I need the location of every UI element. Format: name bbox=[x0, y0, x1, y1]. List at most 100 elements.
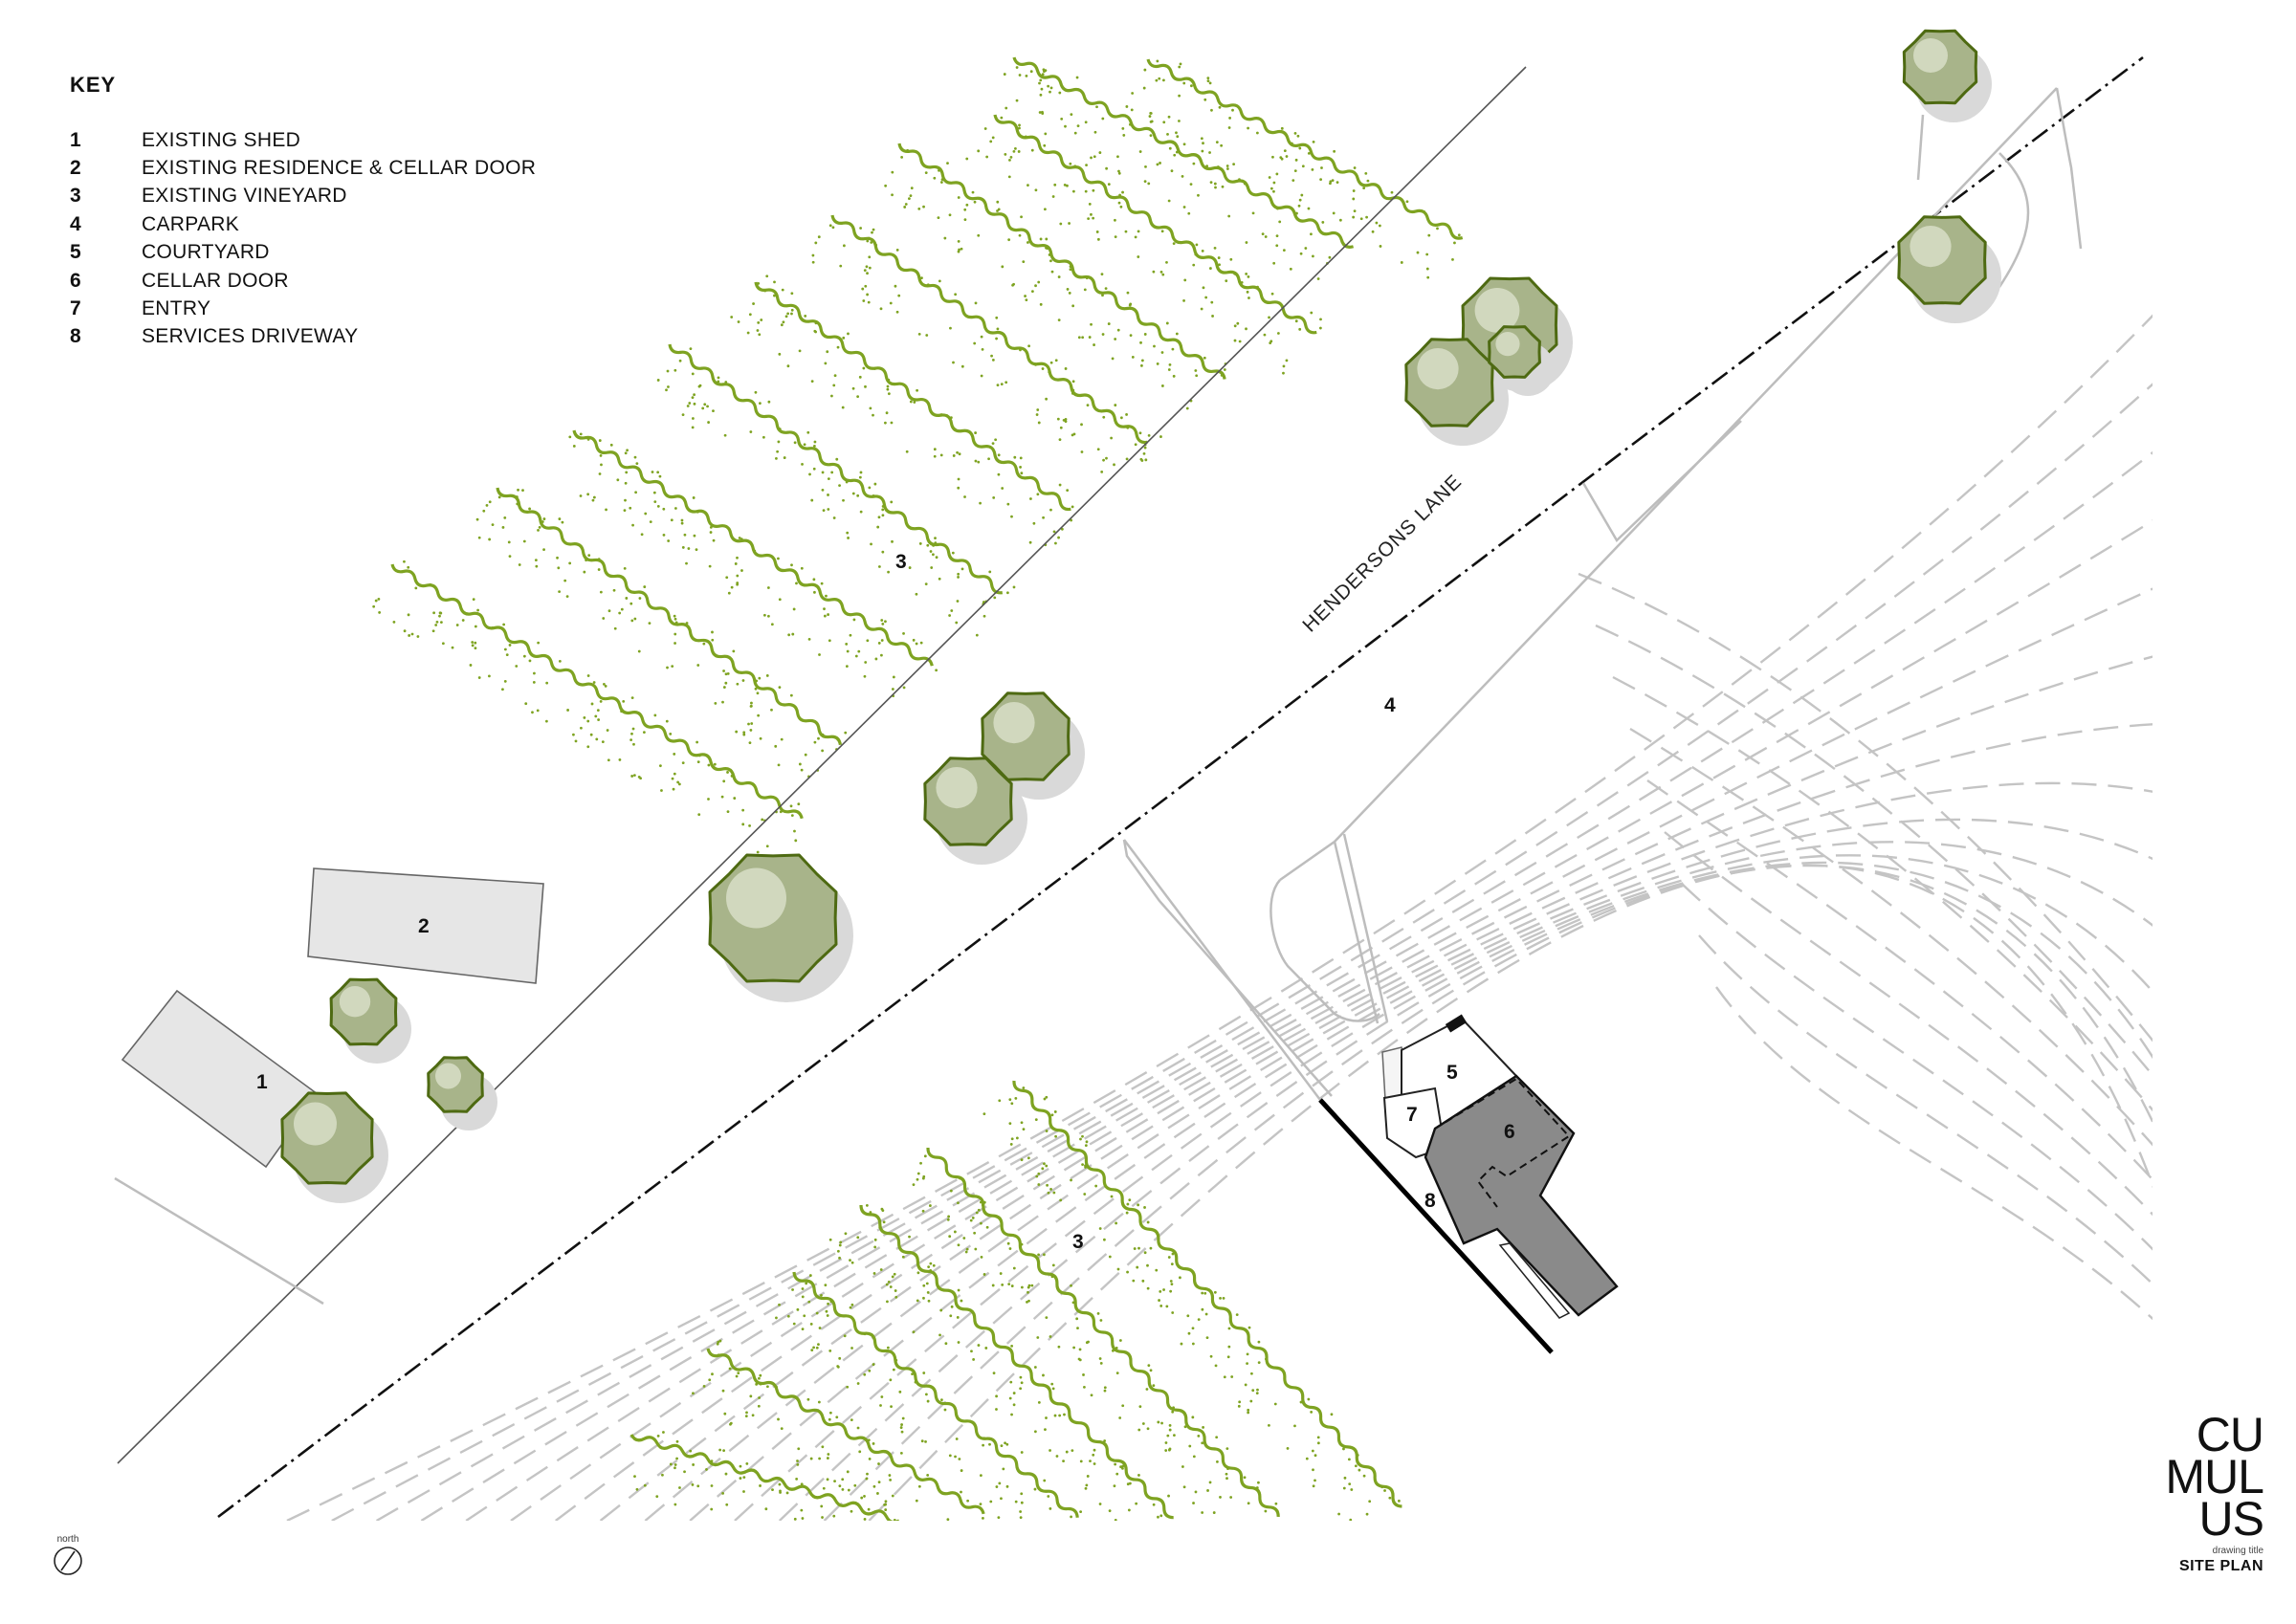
label-carpark: 4 bbox=[1384, 694, 1396, 716]
vine-row bbox=[730, 274, 1074, 547]
key-item-number: 2 bbox=[70, 157, 81, 180]
drawing-title-caption: drawing title bbox=[2212, 1546, 2263, 1556]
vine-row bbox=[912, 1147, 1280, 1517]
vine-row bbox=[1003, 56, 1355, 280]
contour-line bbox=[1681, 883, 2152, 1251]
contour-line bbox=[465, 587, 2152, 1521]
key-item-number: 3 bbox=[70, 185, 81, 208]
key-item: 3 EXISTING VINEYARD bbox=[70, 183, 536, 210]
tree-canopy bbox=[1488, 325, 1555, 396]
label-residence: 2 bbox=[418, 915, 430, 937]
hendersons-lane-road bbox=[117, 55, 2144, 1519]
contour-line bbox=[778, 861, 2152, 1521]
contour-line bbox=[823, 864, 2152, 1521]
vine-row bbox=[475, 487, 848, 779]
contour-line bbox=[644, 818, 2152, 1521]
key-item-number: 8 bbox=[70, 325, 81, 348]
key-item: 7 ENTRY bbox=[70, 295, 536, 322]
north-compass-icon bbox=[54, 1547, 82, 1575]
trees bbox=[280, 29, 2001, 1203]
cellar-door-building bbox=[1318, 1014, 1619, 1354]
key-item-number: 4 bbox=[70, 212, 81, 235]
key-item-number: 5 bbox=[70, 241, 81, 264]
key-title: KEY bbox=[70, 73, 117, 97]
vine-row bbox=[656, 343, 1016, 637]
contour-line bbox=[599, 781, 2152, 1521]
logo-line-2: MUL bbox=[2165, 1450, 2264, 1503]
property-boundary-line bbox=[217, 55, 2144, 1519]
cellar-door-roof bbox=[1424, 1074, 1619, 1317]
north-arrow: north bbox=[52, 1534, 84, 1582]
carpark-edge-east bbox=[1279, 87, 2058, 882]
key-item: 6 CELLAR DOOR bbox=[70, 267, 536, 295]
contour-lines bbox=[286, 314, 2152, 1521]
vine-row bbox=[1131, 58, 1464, 279]
vine-row bbox=[982, 1080, 1402, 1521]
key-item-label: EXISTING SHED bbox=[142, 128, 301, 151]
tree-canopy bbox=[280, 1091, 388, 1203]
existing-residence-building bbox=[307, 867, 544, 984]
contour-line bbox=[689, 841, 2152, 1521]
label-vineyard-south: 3 bbox=[1072, 1231, 1084, 1253]
label-services-driveway: 8 bbox=[1424, 1190, 1436, 1212]
contour-line bbox=[1629, 727, 2152, 1147]
driveway-loop bbox=[1269, 879, 1380, 1022]
tree-canopy bbox=[329, 977, 411, 1064]
contour-line bbox=[1698, 934, 2152, 1286]
contour-line bbox=[1578, 572, 2152, 1042]
key-item-number: 1 bbox=[70, 128, 81, 151]
contour-line bbox=[868, 864, 2152, 1521]
contour-line bbox=[1646, 779, 2152, 1181]
north-label: north bbox=[56, 1534, 79, 1545]
title-block: CU MUL US drawing title SITE PLAN bbox=[2165, 1408, 2264, 1575]
vine-row bbox=[775, 1271, 1083, 1520]
tree-canopy bbox=[1902, 29, 1992, 122]
key-item-label: EXISTING RESIDENCE & CELLAR DOOR bbox=[142, 157, 537, 180]
key-item-label: ENTRY bbox=[142, 297, 211, 320]
tree-canopy bbox=[981, 691, 1085, 800]
contour-line bbox=[331, 383, 2152, 1521]
key-item: 4 CARPARK bbox=[70, 210, 536, 238]
fence-line-west bbox=[114, 1176, 324, 1306]
contour-line bbox=[734, 854, 2152, 1521]
key-item-label: CARPARK bbox=[142, 212, 240, 235]
vine-row bbox=[884, 143, 1227, 410]
key-item-label: CELLAR DOOR bbox=[142, 269, 289, 292]
key-item-number: 7 bbox=[70, 297, 81, 320]
contour-line bbox=[286, 314, 2152, 1521]
contour-line bbox=[420, 519, 2152, 1521]
key-item-label: SERVICES DRIVEWAY bbox=[142, 325, 359, 348]
logo-line-1: CU bbox=[2196, 1408, 2264, 1461]
carpark-island bbox=[1581, 420, 1742, 543]
contour-line bbox=[555, 723, 2152, 1521]
driveway-outlines bbox=[114, 87, 2083, 1306]
key-item-number: 6 bbox=[70, 269, 81, 292]
key-item-label: COURTYARD bbox=[142, 241, 270, 264]
contour-line bbox=[376, 450, 2152, 1521]
label-road-name: HENDERSONS LANE bbox=[1298, 471, 1466, 637]
driveway-edge-west bbox=[1123, 839, 1321, 1101]
tree-canopy bbox=[1404, 338, 1509, 446]
tree-canopy bbox=[923, 757, 1027, 865]
tree-canopy bbox=[427, 1056, 497, 1130]
label-vineyard-north: 3 bbox=[895, 551, 907, 573]
vineyard-north-block bbox=[372, 56, 1464, 854]
logo-line-3: US bbox=[2198, 1492, 2264, 1546]
drawing-title: SITE PLAN bbox=[2178, 1558, 2263, 1574]
key-item: 5 COURTYARD bbox=[70, 239, 536, 267]
key-item: 2 EXISTING RESIDENCE & CELLAR DOOR bbox=[70, 154, 536, 182]
vine-row bbox=[965, 106, 1322, 375]
tree-canopy bbox=[1897, 215, 2001, 323]
vine-row bbox=[568, 429, 938, 698]
key-item: 8 SERVICES DRIVEWAY bbox=[70, 323, 536, 351]
tree-canopy bbox=[708, 853, 853, 1002]
vine-row bbox=[828, 1204, 1174, 1521]
contour-line bbox=[510, 655, 2152, 1521]
key-item-label: EXISTING VINEYARD bbox=[142, 185, 347, 208]
services-driveway-wall bbox=[1318, 1098, 1554, 1354]
key-item: 1 EXISTING SHED bbox=[70, 126, 536, 154]
vine-row bbox=[629, 1431, 899, 1521]
label-entry: 7 bbox=[1406, 1104, 1418, 1126]
